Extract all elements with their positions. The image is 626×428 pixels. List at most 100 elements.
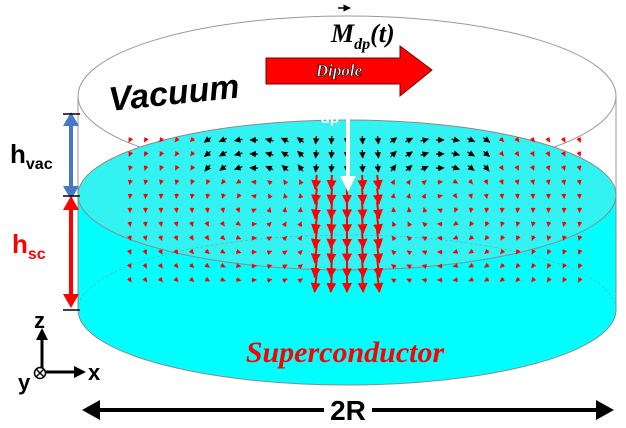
field-vector (281, 164, 289, 172)
field-vector (452, 249, 459, 254)
field-vector (483, 193, 489, 199)
field-vector (390, 278, 397, 284)
field-vector (373, 227, 384, 249)
field-vector (373, 254, 384, 279)
field-vector (159, 151, 165, 157)
field-vector (452, 263, 459, 269)
field-vector (372, 188, 383, 205)
field-vector (221, 193, 226, 199)
field-vector (405, 137, 414, 144)
field-vector (189, 136, 196, 143)
field-vector (174, 150, 180, 157)
field-vector (407, 221, 413, 227)
field-vector (482, 150, 490, 158)
hsc-arrow: hsc (12, 196, 80, 311)
field-vector (267, 180, 273, 186)
field-vector (218, 150, 227, 157)
field-vector (546, 263, 552, 269)
hvac-arrow: hvac (10, 112, 80, 200)
field-vector (421, 278, 428, 283)
field-vector (266, 250, 273, 256)
field-vector (310, 254, 321, 279)
field-vector (406, 207, 412, 213)
field-vector (190, 179, 196, 185)
field-vector (422, 207, 428, 213)
field-vector (326, 188, 337, 205)
field-vector (173, 262, 179, 269)
field-vector (204, 150, 212, 158)
field-vector (578, 263, 583, 269)
field-vector (390, 193, 396, 199)
field-vector (174, 165, 180, 171)
field-vector (498, 150, 504, 157)
field-vector (498, 164, 504, 171)
field-vector (421, 250, 428, 256)
field-vector (531, 249, 537, 255)
field-vector (326, 267, 337, 293)
hdp-symbol: h (306, 96, 321, 123)
field-vector (310, 227, 321, 249)
field-vector (390, 179, 396, 185)
field-vector (313, 135, 320, 145)
moment-time: (t) (370, 19, 395, 48)
field-vector (188, 235, 194, 241)
field-vector (515, 262, 521, 269)
field-vector (373, 241, 384, 264)
field-vector (298, 193, 304, 199)
field-vector (405, 179, 411, 186)
field-vector (311, 174, 322, 191)
field-vector (546, 276, 552, 283)
field-vector (204, 221, 209, 227)
field-vector (406, 250, 413, 256)
field-vector (204, 164, 212, 172)
superconductor-label: Superconductor (246, 336, 445, 369)
field-vector (126, 249, 132, 255)
field-vector (437, 221, 443, 227)
field-vector (546, 221, 552, 227)
field-vector (545, 165, 551, 171)
field-vector (530, 221, 536, 227)
field-vector (577, 277, 583, 283)
field-vector (219, 164, 227, 172)
field-vector (389, 137, 398, 144)
field-vector (406, 193, 411, 199)
field-vector (469, 220, 475, 227)
svg-text:hdp: hdp (306, 96, 339, 127)
field-vector (126, 263, 132, 269)
coordinate-axes-icon: z x y (18, 308, 101, 395)
field-vector (189, 193, 195, 199)
field-vector (157, 249, 163, 255)
field-vector (235, 249, 242, 254)
field-vector (452, 192, 458, 199)
field-vector (577, 249, 583, 255)
field-vector (204, 248, 210, 255)
field-vector (357, 267, 368, 293)
field-vector (235, 207, 241, 213)
field-vector (297, 164, 305, 172)
vacuum-label: Vacuum (107, 67, 241, 118)
field-vector (143, 151, 149, 157)
field-vector (282, 207, 288, 213)
field-vector (467, 164, 475, 172)
axis-y-label: y (18, 370, 31, 395)
field-vector (421, 264, 428, 269)
moment-symbol: M (330, 19, 355, 48)
field-vector (128, 137, 134, 143)
field-vector (405, 151, 413, 158)
field-vector (547, 249, 552, 255)
field-vector (453, 220, 459, 226)
field-vector (204, 234, 210, 241)
field-vector (577, 235, 583, 241)
field-vector (391, 235, 397, 242)
field-vector (468, 276, 474, 282)
width-label: 2R (330, 395, 366, 426)
field-vector (500, 235, 506, 241)
field-vector (142, 221, 148, 227)
field-vector (468, 207, 474, 213)
hdp-arrow: hdp (306, 88, 356, 192)
field-vector (142, 263, 148, 269)
hvac-subscript: vac (26, 156, 53, 173)
svg-text:hsc: hsc (12, 229, 46, 263)
field-vector (159, 179, 164, 185)
field-vector (560, 137, 566, 143)
